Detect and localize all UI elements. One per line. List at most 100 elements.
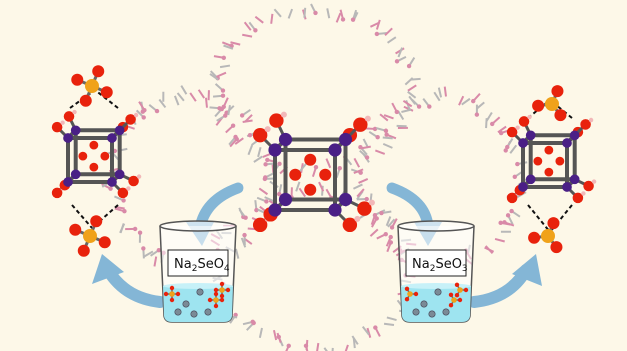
metal-atom: [562, 182, 572, 192]
oxygen-atom: [78, 151, 88, 161]
oxygen-atom: [506, 192, 518, 204]
framework-strut: [254, 15, 264, 24]
framework-node: [121, 198, 126, 203]
selenium-atom: [83, 229, 97, 243]
framework-node: [498, 130, 504, 136]
beaker-label-text: Na2SeO4: [174, 257, 230, 274]
framework-strut: [401, 108, 412, 113]
framework-strut: [407, 90, 417, 99]
framework-node: [122, 209, 127, 214]
sodium-ion: [442, 308, 450, 316]
oxygen-atom: [89, 140, 99, 150]
selenium-atom: [85, 79, 99, 93]
oxygen-atom: [117, 187, 129, 199]
oxygen-atom: [213, 291, 219, 297]
framework-strut: [242, 33, 253, 38]
framework-strut: [443, 86, 447, 97]
selenium-atom: [457, 287, 463, 293]
framework-strut: [234, 248, 240, 259]
framework-node: [221, 55, 227, 60]
cluster-left-selenate: [51, 65, 142, 257]
framework-node: [220, 93, 226, 98]
framework-strut: [258, 327, 263, 339]
framework-node: [230, 123, 236, 128]
framework-node: [233, 134, 238, 140]
beaker-selenite: Na2SeO3: [397, 220, 475, 323]
framework-node: [277, 161, 282, 167]
framework-node: [389, 225, 395, 230]
framework-strut: [437, 87, 443, 98]
oxygen-atom: [454, 292, 460, 298]
framework-node: [253, 28, 258, 33]
framework-strut: [484, 245, 494, 254]
oxygen-atom: [219, 281, 225, 287]
oxygen-atom: [71, 73, 84, 86]
framework-node: [265, 157, 270, 163]
framework-node: [427, 104, 432, 109]
framework-strut: [384, 27, 393, 37]
framework-strut: [264, 196, 275, 203]
framework-strut: [331, 347, 334, 351]
framework-strut: [230, 41, 241, 46]
framework-strut: [298, 187, 306, 198]
sodium-ion: [204, 308, 212, 316]
metal-atom: [278, 192, 293, 207]
oxygen-atom: [583, 180, 594, 192]
selenium-atom: [451, 297, 457, 303]
framework-node: [505, 144, 510, 150]
framework-strut: [353, 183, 363, 190]
framework-node: [416, 104, 422, 109]
framework-strut: [180, 85, 188, 95]
framework-strut: [209, 73, 219, 81]
framework-strut: [461, 97, 471, 106]
framework-strut: [353, 168, 364, 174]
metal-atom: [70, 125, 81, 136]
framework-strut: [258, 187, 269, 196]
oxygen-atom: [555, 156, 565, 166]
oxygen-atom: [580, 119, 591, 130]
framework-strut: [375, 19, 381, 30]
metal-atom: [107, 133, 117, 143]
oxygen-atom: [413, 291, 419, 297]
framework-strut: [325, 158, 332, 169]
framework-strut: [227, 105, 231, 116]
beaker-label-text: Na2SeO3: [412, 257, 468, 274]
oxygen-atom: [100, 151, 110, 161]
oxygen-atom: [128, 175, 139, 187]
oxygen-atom: [533, 156, 543, 166]
metal-atom: [278, 132, 293, 147]
framework-node: [254, 207, 259, 213]
oxygen-atom: [457, 297, 463, 303]
framework-node: [247, 132, 253, 138]
oxygen-atom: [225, 287, 231, 293]
framework-node: [374, 31, 380, 37]
dissolved-ions: [404, 282, 469, 318]
oxygen-atom: [572, 192, 584, 204]
framework-strut: [383, 114, 394, 120]
framework-node: [505, 213, 511, 218]
metal-atom: [518, 138, 528, 148]
oxygen-atom: [506, 126, 518, 138]
hydrogen-atom: [354, 215, 361, 222]
framework-strut: [458, 95, 465, 106]
oxygen-atom: [269, 113, 284, 128]
sodium-ion: [174, 308, 182, 316]
hydrogen-atom: [60, 120, 65, 125]
framework-strut: [351, 335, 359, 345]
framework-strut: [176, 92, 185, 102]
metal-atom: [107, 177, 117, 187]
framework-node: [394, 109, 400, 115]
framework-strut: [485, 118, 488, 129]
framework-strut: [344, 344, 349, 351]
oxygen-atom: [169, 285, 175, 291]
framework-strut: [497, 125, 507, 134]
framework-strut: [143, 250, 154, 258]
oxygen-atom: [532, 99, 545, 112]
framework-strut: [366, 327, 372, 338]
selenium-atom: [541, 229, 555, 243]
arrow-right-bottom: [468, 254, 542, 308]
framework-node: [243, 215, 248, 220]
oxygen-atom: [342, 217, 358, 233]
framework-node: [383, 231, 388, 237]
